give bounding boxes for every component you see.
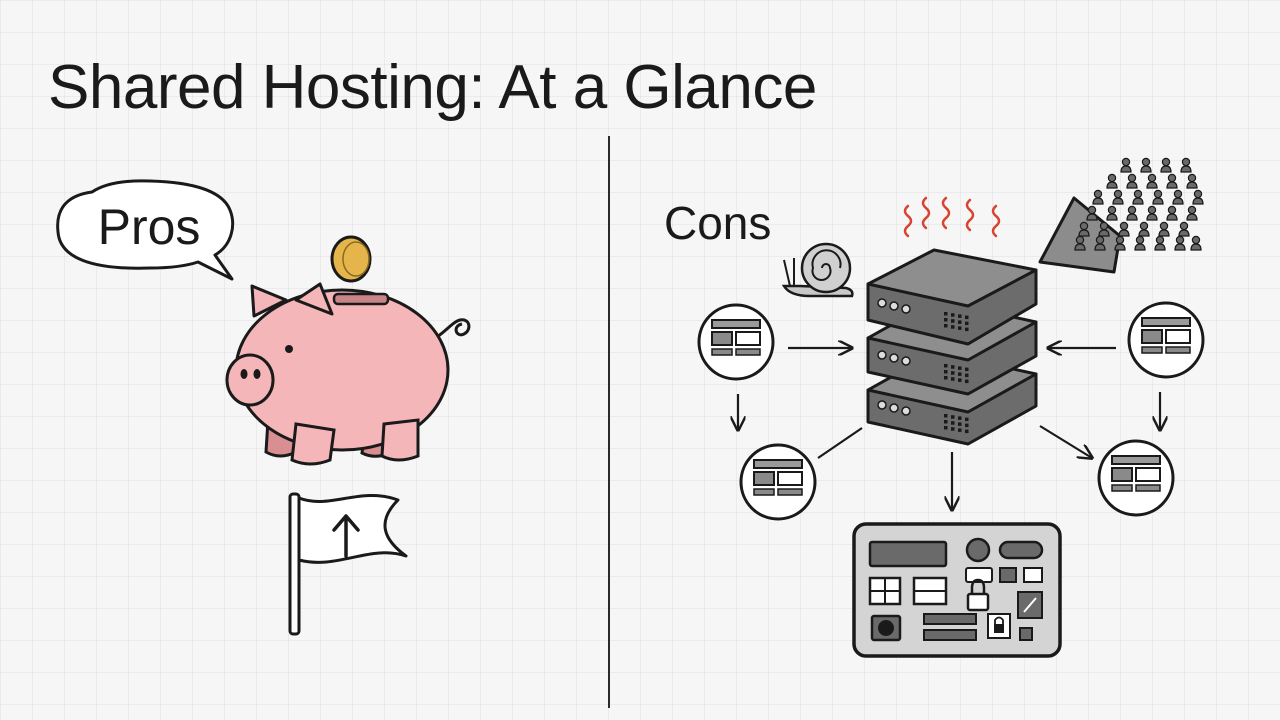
server-vent <box>944 376 948 380</box>
server-vent <box>944 414 948 418</box>
server-vent <box>965 321 969 326</box>
person-icon <box>1160 157 1172 173</box>
piggy-bank-icon <box>225 282 471 466</box>
cons-label: Cons <box>664 197 772 249</box>
server-vent <box>958 422 962 426</box>
server-vent <box>951 365 955 369</box>
up-arrow-icon <box>332 514 360 558</box>
person-icon <box>1138 221 1150 237</box>
person-icon <box>1132 189 1144 205</box>
server-vent <box>965 417 969 422</box>
server-vent <box>958 366 962 370</box>
control-panel-icon <box>852 522 1062 658</box>
server-vent <box>944 312 948 316</box>
server-vent <box>958 314 962 318</box>
server-vent <box>965 429 969 434</box>
server-vent <box>958 428 962 432</box>
server-vent <box>951 325 955 329</box>
person-icon <box>1092 189 1104 205</box>
person-icon <box>1140 157 1152 173</box>
person-icon <box>1126 205 1138 221</box>
server-vent <box>965 315 969 320</box>
server-vent <box>958 372 962 376</box>
person-icon <box>1120 157 1132 173</box>
server-vent <box>944 364 948 368</box>
server-vent <box>951 427 955 431</box>
server-vent <box>951 377 955 381</box>
person-icon <box>1106 205 1118 221</box>
server-vent <box>944 318 948 322</box>
server-vent <box>965 327 969 332</box>
server-vent <box>965 379 969 384</box>
website-icon <box>739 443 817 521</box>
person-icon <box>1186 205 1198 221</box>
server-stack-icon <box>866 248 1038 446</box>
server-vent <box>965 373 969 378</box>
server-vent <box>958 416 962 420</box>
lock-icon <box>966 578 1011 639</box>
server-vent <box>951 319 955 323</box>
server-vent <box>944 324 948 328</box>
person-icon <box>1112 189 1124 205</box>
server-vent <box>958 378 962 382</box>
server-vent <box>944 370 948 374</box>
server-vent <box>958 320 962 324</box>
server-vent <box>944 426 948 430</box>
website-icon <box>1097 439 1175 517</box>
server-vent <box>958 326 962 330</box>
pros-label: Pros <box>97 199 201 255</box>
person-icon <box>1166 205 1178 221</box>
snail-icon <box>781 242 854 298</box>
person-icon <box>1158 221 1170 237</box>
server-vent <box>951 421 955 425</box>
person-icon <box>1126 173 1138 189</box>
server-vent <box>951 313 955 317</box>
slide-title: Shared Hosting: At a Glance <box>48 53 817 122</box>
person-icon <box>1106 173 1118 189</box>
person-icon <box>1146 205 1158 221</box>
person-icon <box>1166 173 1178 189</box>
website-icon <box>697 303 775 381</box>
heat-waves-icon <box>903 196 1001 238</box>
server-vent <box>965 367 969 372</box>
flow-arrows <box>738 348 1160 510</box>
person-icon <box>1172 189 1184 205</box>
crowd-icon <box>1038 157 1204 274</box>
server-vent <box>944 420 948 424</box>
person-icon <box>1134 235 1146 251</box>
website-icon <box>1127 301 1205 379</box>
column-divider <box>608 136 610 708</box>
person-icon <box>1180 157 1192 173</box>
server-vent <box>951 371 955 375</box>
person-icon <box>1152 189 1164 205</box>
person-icon <box>1190 235 1202 251</box>
person-icon <box>1174 235 1186 251</box>
person-icon <box>1118 221 1130 237</box>
speech-bubble-icon <box>56 179 235 281</box>
server-vent <box>951 415 955 419</box>
person-icon <box>1178 221 1190 237</box>
person-icon <box>1192 189 1204 205</box>
flag-icon <box>288 492 408 636</box>
person-icon <box>1146 173 1158 189</box>
server-vent <box>965 423 969 428</box>
person-icon <box>1186 173 1198 189</box>
coin-icon <box>330 235 372 283</box>
person-icon <box>1154 235 1166 251</box>
